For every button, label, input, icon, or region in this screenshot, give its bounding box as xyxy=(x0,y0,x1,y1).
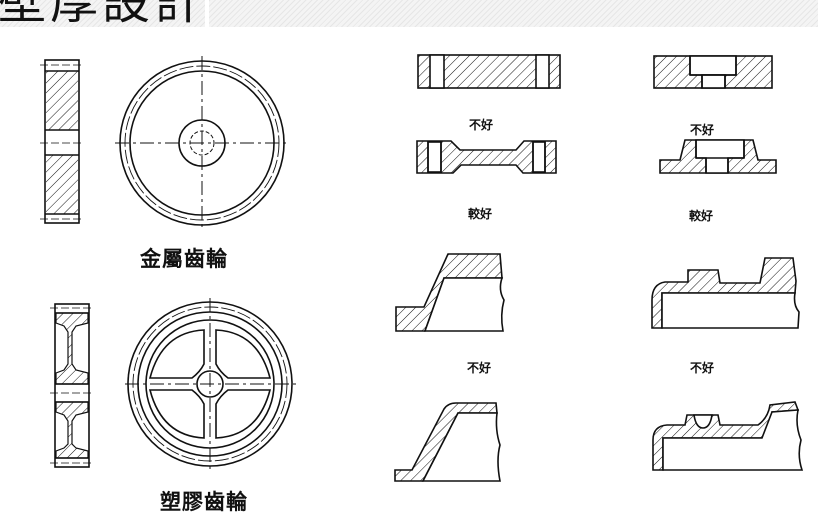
example-ribbed-uniform-wall xyxy=(652,401,804,471)
example-boss-stepped-hole xyxy=(659,139,777,174)
example-block-stepped-hole xyxy=(653,55,773,89)
example-sloped-uniform-wall xyxy=(394,402,501,482)
plastic-gear-front-view xyxy=(125,298,296,470)
verdict-flat-plate: 不好 xyxy=(469,118,494,132)
plastic-gear-side-view xyxy=(50,303,94,468)
header-band xyxy=(0,0,818,27)
example-ribbed-thick-wall xyxy=(651,257,800,329)
example-flat-plate-holes xyxy=(417,54,561,89)
caption-metal-gear: 金屬齒輪 xyxy=(140,247,228,271)
example-sloped-thick-wall xyxy=(395,253,505,332)
verdict-boss-stepped-hole: 較好 xyxy=(689,209,714,223)
caption-plastic-gear: 塑膠齒輪 xyxy=(160,490,248,514)
example-thinned-plate-holes xyxy=(416,140,557,174)
verdict-sloped-thick-wall: 不好 xyxy=(467,361,492,375)
verdict-ribbed-thick-wall: 不好 xyxy=(690,361,715,375)
verdict-block-stepped-hole: 不好 xyxy=(690,123,715,137)
header-divider xyxy=(205,0,209,27)
metal-gear-side-view xyxy=(40,59,84,224)
page-title: 壁厚設計 xyxy=(0,0,207,30)
metal-gear-front-view xyxy=(115,56,290,230)
verdict-thinned-plate: 較好 xyxy=(468,207,493,221)
